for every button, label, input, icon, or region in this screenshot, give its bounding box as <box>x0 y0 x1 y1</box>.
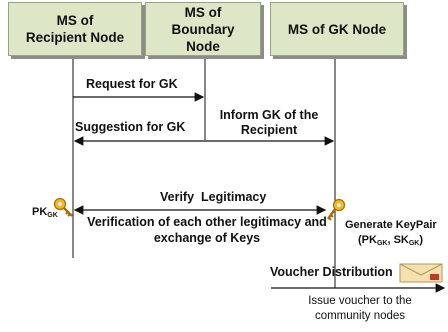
key-icon <box>52 196 74 223</box>
boundary-node-label: MS of Boundary Node <box>171 4 235 54</box>
gk-pk-sub: GK <box>376 240 388 247</box>
verify-legitimacy-label: Verify Legitimacy <box>160 190 267 204</box>
recipient-key-label: PKGK <box>32 206 58 219</box>
recipient-key-sub: GK <box>47 212 58 219</box>
recipient-node-label: MS of Recipient Node <box>25 13 125 45</box>
gk-pk: PK <box>361 234 377 246</box>
inform-gk-label: Inform GK of the Recipient <box>219 108 319 137</box>
gk-node-label: MS of GK Node <box>287 21 387 37</box>
request-gk-label: Request for GK <box>86 77 178 91</box>
key-icon <box>325 198 347 227</box>
recipient-key-pk: PK <box>32 206 48 218</box>
gk-node-box: MS of GK Node <box>270 2 404 56</box>
generate-keypair-label: Generate KeyPair <box>345 219 437 231</box>
voucher-envelope-icon <box>399 262 445 289</box>
recipient-node-box: MS of Recipient Node <box>8 2 142 56</box>
verification-exchange-label: Verification of each other legitimacy an… <box>87 215 327 245</box>
gk-keypair-label: (PKGK, SKGK) <box>358 234 424 247</box>
suggestion-gk-label: Suggestion for GK <box>75 120 186 134</box>
boundary-node-box: MS of Boundary Node <box>145 2 261 56</box>
gk-sk: SK <box>393 234 409 246</box>
gk-sk-sub: GK <box>408 240 420 247</box>
voucher-distribution-label: Voucher Distribution <box>270 265 393 279</box>
issue-voucher-label: Issue voucher to the community nodes <box>308 295 412 322</box>
